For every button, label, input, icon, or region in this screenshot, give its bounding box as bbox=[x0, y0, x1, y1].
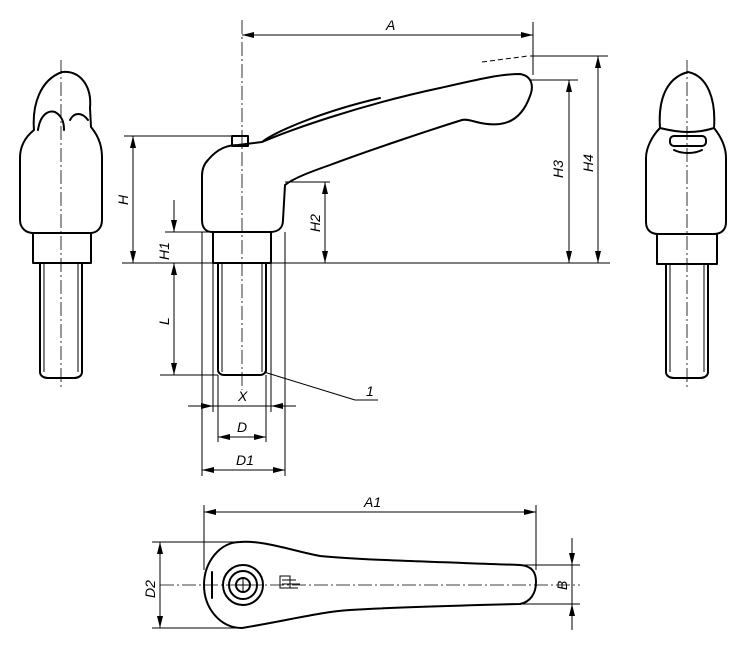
label-D1: D1 bbox=[236, 452, 254, 468]
label-B: B bbox=[554, 581, 570, 590]
callout-1: 1 bbox=[366, 383, 374, 399]
label-H4: H4 bbox=[580, 154, 596, 172]
dimension-lines bbox=[122, 22, 610, 630]
label-H1: H1 bbox=[156, 242, 172, 260]
label-D2: D2 bbox=[142, 580, 158, 598]
left-side-view bbox=[19, 60, 103, 390]
label-H2: H2 bbox=[307, 214, 323, 232]
marking-icon bbox=[279, 575, 300, 589]
label-H3: H3 bbox=[550, 160, 566, 178]
front-view bbox=[201, 20, 533, 390]
label-X: X bbox=[237, 388, 248, 404]
right-side-view bbox=[645, 60, 727, 390]
label-A1: A1 bbox=[363, 494, 381, 510]
label-H: H bbox=[115, 194, 131, 205]
label-D: D bbox=[237, 419, 247, 435]
label-A: A bbox=[385, 17, 395, 33]
label-L: L bbox=[156, 317, 172, 325]
top-view bbox=[160, 540, 580, 629]
dimension-labels: A H H1 L H2 H3 H4 X D D1 1 A1 D2 B bbox=[115, 17, 596, 598]
